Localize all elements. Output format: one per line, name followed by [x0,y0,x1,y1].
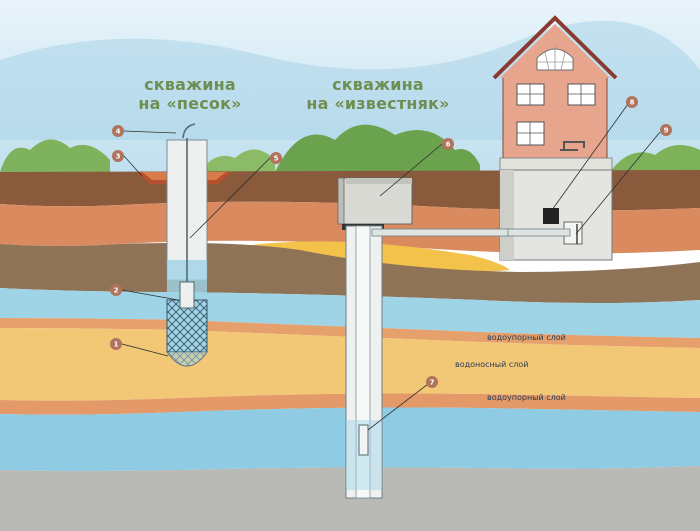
caisson [341,177,413,225]
callout-6: 6 [442,138,454,150]
callout-8: 8 [626,96,638,108]
svg-text:5: 5 [274,155,279,163]
window-left-upper [516,83,545,106]
window-left-lower [516,121,545,146]
aquiclude-top-label: водоупорный слой [487,333,566,342]
svg-text:9: 9 [664,127,669,135]
limestone-well-title-line1: скважина [332,75,424,94]
callout-1: 1 [110,338,122,350]
supply-pipe [371,228,513,237]
callout-9: 9 [660,124,672,136]
svg-text:7: 7 [430,379,435,387]
callout-2: 2 [110,284,122,296]
svg-text:3: 3 [116,153,121,161]
callout-3: 3 [112,150,124,162]
sand-well-title-line2: на «песок» [138,94,242,113]
treeline [0,124,700,176]
limestone-well-title-line2: на «известняк» [306,94,450,113]
limestone-well [337,177,571,499]
svg-text:4: 4 [116,128,121,136]
house-roof [492,15,618,80]
limestone-well-pump [358,424,369,456]
sand-well [136,123,232,367]
sand-well-title-line1: скважина [144,75,236,94]
aquiclude-bottom-label: водоупорный слой [487,393,566,402]
callout-7: 7 [426,376,438,388]
sand-well-title: скважина на «песок» [120,75,260,113]
svg-text:8: 8 [630,99,635,107]
callout-5: 5 [270,152,282,164]
tap [560,141,585,151]
limestone-well-title: скважина на «известняк» [298,75,458,113]
pump-unit-8 [543,208,559,224]
aquifer-label: водоносный слой [455,360,529,369]
house [492,15,618,261]
sand-well-pump [179,281,195,309]
svg-text:2: 2 [114,287,119,295]
svg-text:6: 6 [446,141,451,149]
callout-4: 4 [112,125,124,137]
window-right-upper [567,83,596,106]
ground-floor [499,157,613,171]
leader-lines [121,103,661,431]
svg-text:1: 1 [114,341,119,349]
